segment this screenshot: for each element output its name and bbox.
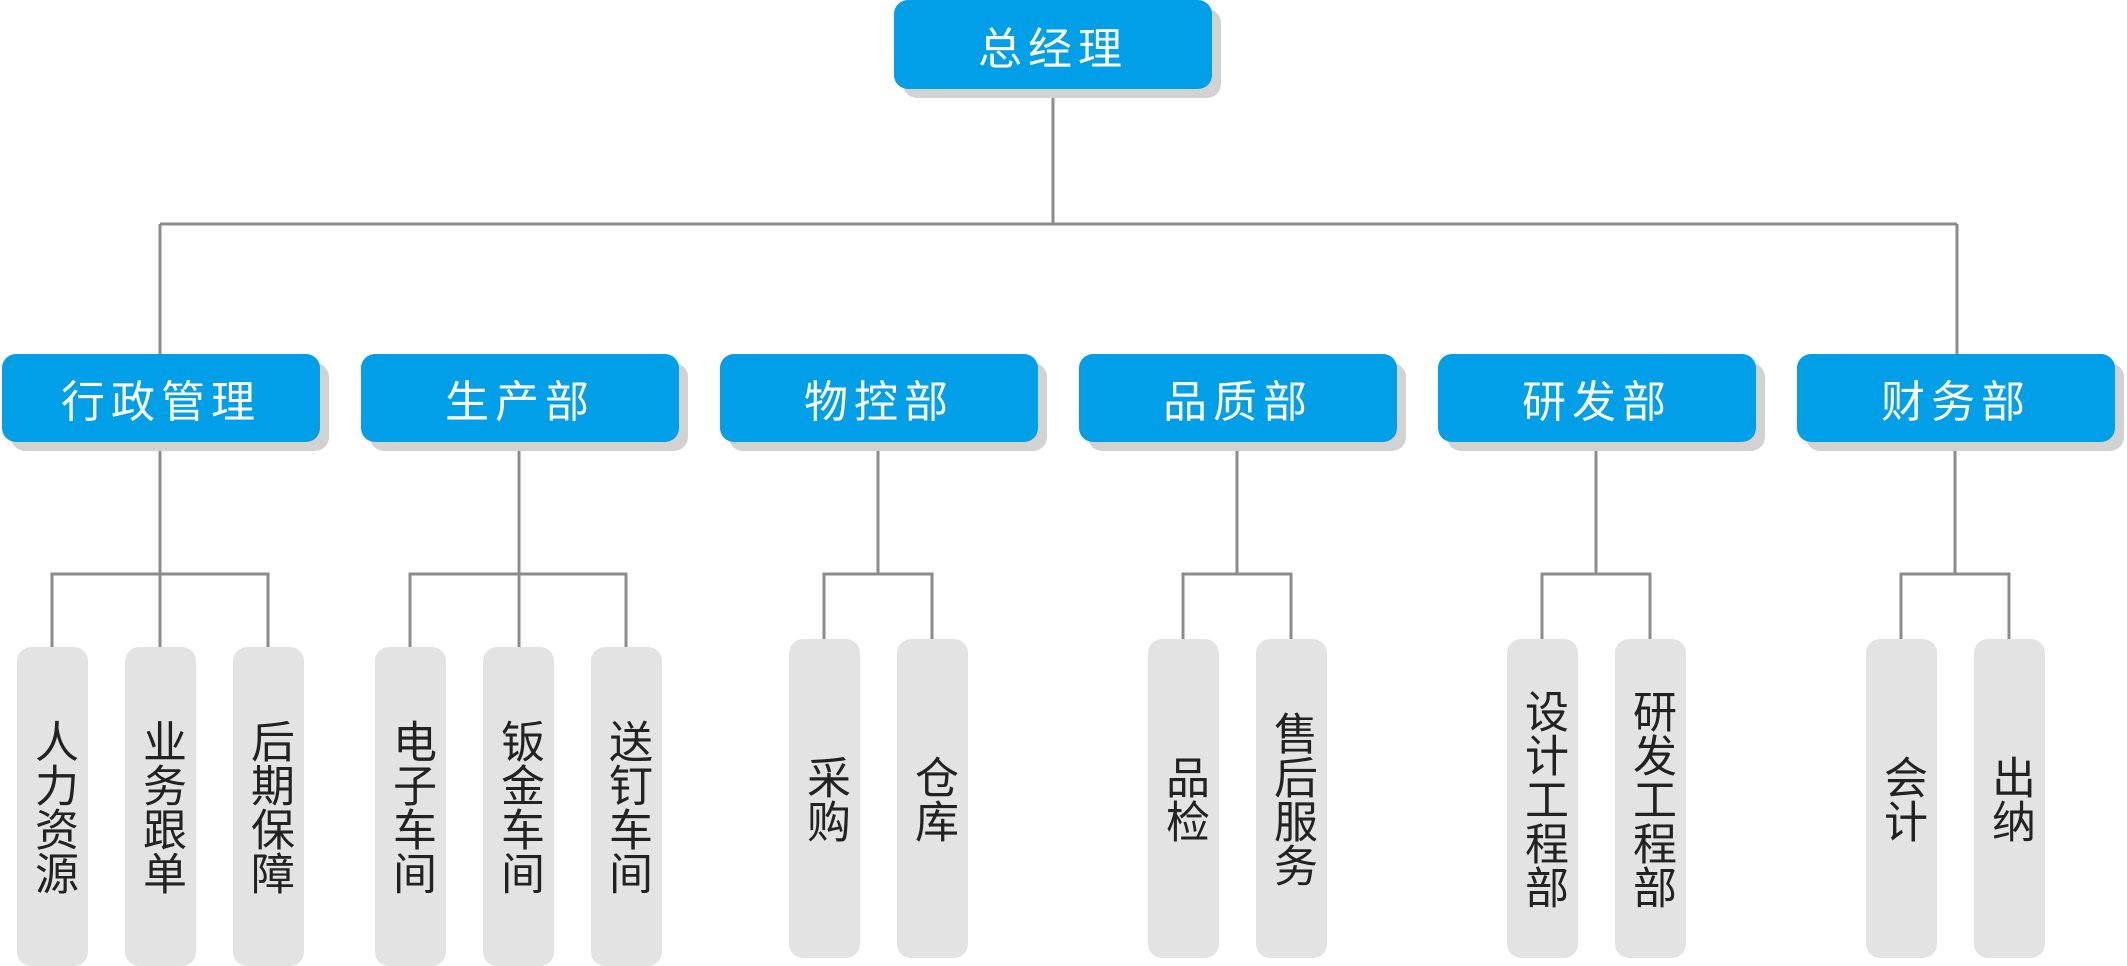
- node-general-manager: 总经理: [894, 0, 1212, 89]
- subunit-label: 后期保障: [243, 718, 294, 895]
- subunit-label: 设计工程部: [1517, 688, 1568, 909]
- node-dept-quality: 品质部: [1079, 354, 1397, 442]
- subunit-label: 送钉车间: [601, 718, 652, 895]
- subunit-after-sales: 售后服务: [1256, 639, 1327, 958]
- subunit-purchasing: 采购: [789, 639, 860, 958]
- subunit-label: 研发工程部: [1625, 688, 1676, 909]
- subunit-label: 业务跟单: [135, 718, 186, 895]
- subunit-cashier: 出纳: [1974, 639, 2045, 958]
- dept-label: 行政管理: [61, 377, 261, 428]
- dept-label: 财务部: [1881, 377, 2031, 428]
- subunit-label: 采购: [799, 754, 850, 843]
- node-dept-rnd: 研发部: [1438, 354, 1756, 442]
- subunit-label: 品检: [1158, 754, 1209, 843]
- dept-label: 研发部: [1522, 377, 1672, 428]
- subunit-rnd-engineering: 研发工程部: [1615, 639, 1686, 958]
- subunit-nail-workshop: 送钉车间: [591, 647, 662, 966]
- dept-label: 生产部: [445, 377, 595, 428]
- dept-label: 物控部: [804, 377, 954, 428]
- subunit-label: 电子车间: [385, 718, 436, 895]
- subunit-label: 出纳: [1984, 754, 2035, 843]
- subunit-electronics-workshop: 电子车间: [375, 647, 446, 966]
- connector-d5-subs: [1899, 442, 2011, 639]
- subunit-label: 售后服务: [1266, 710, 1317, 887]
- subunit-quality-inspection: 品检: [1148, 639, 1219, 958]
- node-general-manager-label: 总经理: [978, 23, 1128, 75]
- node-dept-admin: 行政管理: [2, 354, 320, 442]
- subunit-human-resources: 人力资源: [17, 647, 88, 966]
- subunit-accounting: 会计: [1866, 639, 1937, 958]
- node-dept-material-control: 物控部: [720, 354, 1038, 442]
- subunit-label: 仓库: [907, 754, 958, 843]
- subunit-label: 人力资源: [27, 718, 78, 895]
- subunit-support: 后期保障: [233, 647, 304, 966]
- node-dept-production: 生产部: [361, 354, 679, 442]
- subunit-label: 钣金车间: [493, 718, 544, 895]
- dept-label: 品质部: [1163, 377, 1313, 428]
- subunit-sheet-metal-workshop: 钣金车间: [483, 647, 554, 966]
- connector-d4-subs: [1540, 442, 1652, 639]
- connector-d0-subs: [50, 442, 270, 647]
- connector-d2-subs: [822, 442, 934, 639]
- subunit-order-tracking: 业务跟单: [125, 647, 196, 966]
- subunit-label: 会计: [1876, 754, 1927, 843]
- subunit-design-engineering: 设计工程部: [1507, 639, 1578, 958]
- subunit-warehouse: 仓库: [897, 639, 968, 958]
- connector-d3-subs: [1181, 442, 1293, 639]
- node-dept-finance: 财务部: [1797, 354, 2115, 442]
- connector-d1-subs: [408, 442, 628, 647]
